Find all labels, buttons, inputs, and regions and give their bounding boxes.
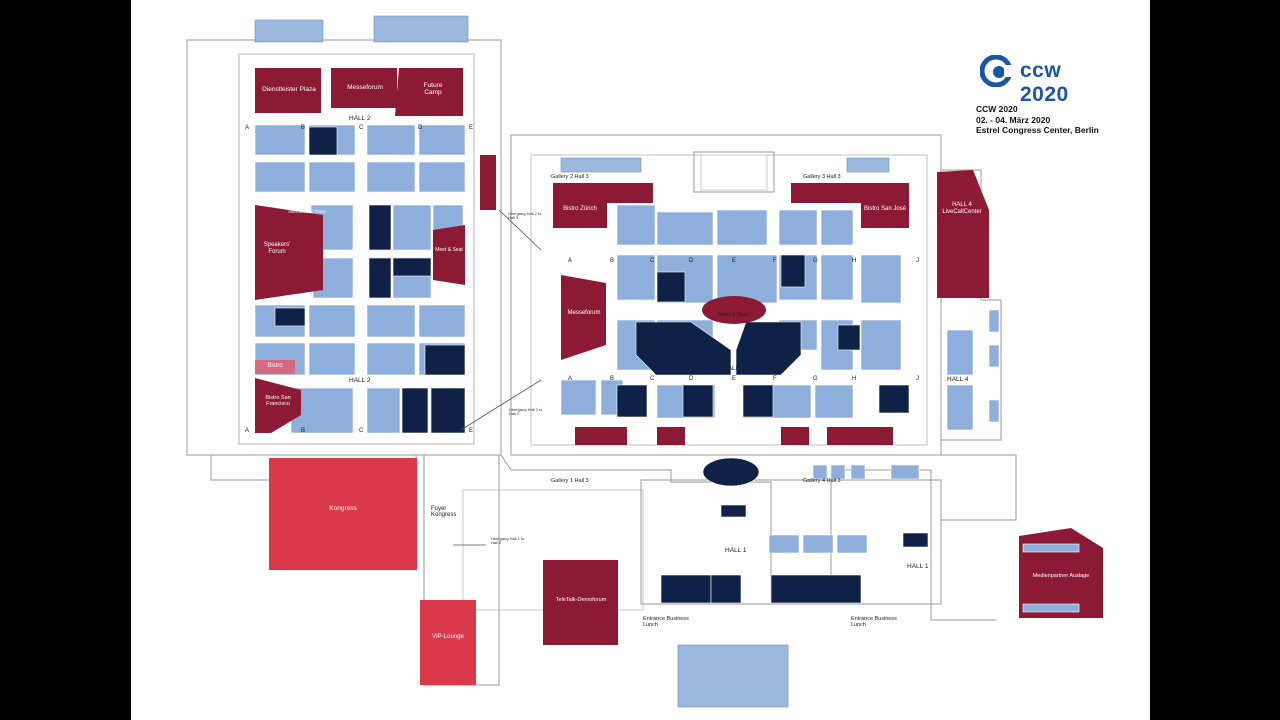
ccw-logo-icon — [980, 55, 1016, 87]
row-letter: C — [359, 125, 364, 131]
floor-plan-sheet: Dienstleister Plaza Messeforum Future Ca… — [131, 0, 1150, 720]
hall4-livecall-label: HALL 4 LiveCallCenter — [942, 202, 982, 215]
row-letter: B — [301, 125, 306, 131]
row-letter: D — [418, 125, 423, 131]
foyer-label: Foyer Kongress — [431, 506, 457, 519]
passage-arrows — [453, 209, 542, 546]
floor-plan-map — [186, 15, 1103, 708]
row-letter: C — [359, 428, 364, 434]
hall2-bottom-label: HALL 2 — [349, 377, 371, 384]
hall2-feature-areas — [255, 68, 496, 433]
hall1-light-booths — [768, 464, 1080, 613]
ccw-logo: ccw 2020 — [980, 55, 1100, 106]
bistro-label: Bistro — [267, 363, 283, 369]
gallery3-label: Gallery 3 Hall 3 — [803, 174, 841, 180]
row-letter: C — [650, 376, 655, 382]
vip-label: VIP-Lounge — [432, 634, 464, 640]
row-letter: F — [773, 376, 777, 382]
messeforum-hall3-label: Messeforum — [567, 310, 601, 316]
passage-top-label: Übergang Hall 2 to Hall 3 — [508, 211, 542, 221]
bistro-sf-label: Bistro San Francisco — [265, 395, 291, 408]
row-letter: E — [732, 376, 737, 382]
hall1-center-label: HALL 1 — [725, 547, 747, 554]
row-letter: B — [301, 428, 306, 434]
banner-strips — [575, 183, 893, 445]
info-panels — [254, 15, 890, 708]
row-letter: B — [610, 376, 615, 382]
row-letter: J — [916, 376, 919, 382]
hall4-booths — [946, 309, 1000, 423]
row-letter: F — [773, 258, 777, 264]
row-letter: D — [431, 428, 436, 434]
bistro-san-jose-label: Bistro San José — [863, 206, 907, 212]
event-venue: Estrel Congress Center, Berlin — [976, 125, 1099, 135]
teletalk-label: TeleTalk-Demoforum — [555, 597, 607, 603]
international-plaza-label: International Plaza — [288, 209, 326, 214]
meet-seat-hall2-label: Meet & Seat — [435, 247, 463, 253]
row-letter: A — [245, 125, 250, 131]
hall3-feature-areas — [269, 170, 1103, 685]
event-dates: 02. - 04. März 2020 — [976, 114, 1051, 125]
kongress-label: Kongress — [329, 505, 357, 512]
hall2-dark-booths — [274, 126, 466, 434]
event-info: CCW 2020 02. - 04. März 2020 Estrel Cong… — [976, 104, 1099, 136]
row-letter: H — [852, 376, 857, 382]
hall4-label: HALL 4 — [947, 376, 969, 383]
row-letter: A — [245, 428, 250, 434]
entrance-left-label: Entrance Business Lunch — [643, 616, 689, 628]
row-letter: G — [813, 376, 818, 382]
logo-text: ccw 2020 — [1020, 59, 1069, 106]
gallery4-label: Gallery 4 Hall 3 — [803, 478, 841, 484]
row-letter: E — [732, 258, 737, 264]
hall2-top-label: HALL 2 — [349, 115, 371, 122]
messeforum-top-label: Messeforum — [347, 84, 383, 91]
dienstleister-plaza-label: Dienstleister Plaza — [262, 86, 316, 93]
row-letter: G — [813, 258, 818, 264]
row-letter: J — [916, 258, 919, 264]
future-camp-label: Future Camp — [423, 82, 443, 97]
hall1-booths — [660, 457, 929, 604]
speakers-forum-label: Speakers' Forum — [263, 242, 291, 255]
bistro-zurich-label: Bistro Zürich — [563, 206, 597, 212]
gallery1-label: Gallery 1 Hall 3 — [551, 478, 589, 484]
hall1-right-label: HALL 1 — [907, 563, 929, 570]
event-name: CCW 2020 — [976, 104, 1018, 114]
medienpartner-label: Medienpartner Auslage — [1032, 573, 1090, 579]
row-letter: E — [469, 428, 474, 434]
row-letter: E — [469, 125, 474, 131]
passage-bottom-label: Übergang Hall 1 to Hall 2 — [491, 536, 525, 546]
hall3-dark-booths — [616, 254, 910, 418]
gallery2-label: Gallery 2 Hall 3 — [551, 174, 589, 180]
row-letter: D — [689, 376, 694, 382]
meet-seat-hall3-label: Meet & Seat — [718, 312, 749, 318]
row-letter: B — [610, 258, 615, 264]
row-letter: A — [568, 258, 573, 264]
row-letter: D — [689, 258, 694, 264]
entrance-right-label: Entrance Business Lunch — [851, 616, 897, 628]
row-letter: H — [852, 258, 857, 264]
hall3-label: HALL 3 — [723, 365, 745, 372]
row-letter: A — [568, 376, 573, 382]
passage-mid-label: Übergang Hall 3 to Hall 2 — [509, 407, 543, 417]
row-letter: C — [650, 258, 655, 264]
